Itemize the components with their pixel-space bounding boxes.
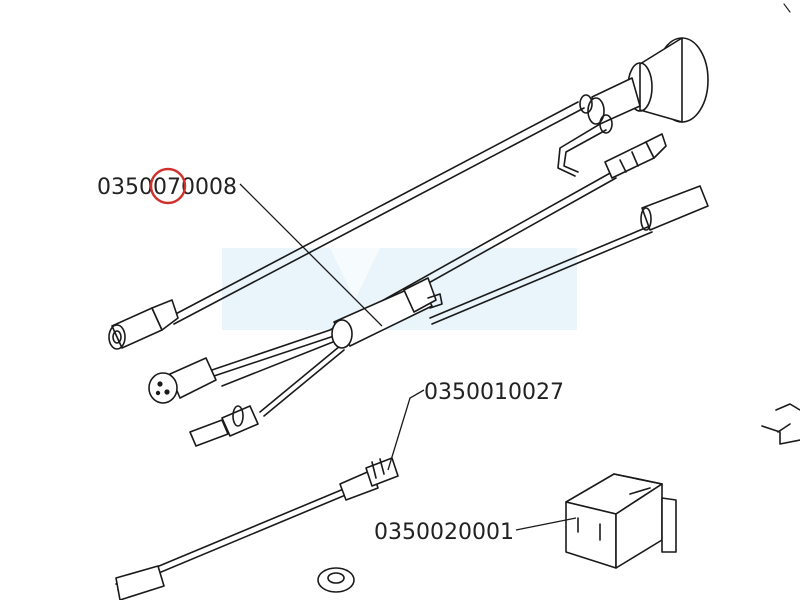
flat-connector (115, 457, 399, 600)
side-bracket (761, 403, 800, 445)
round-plug-left (148, 357, 217, 404)
corner-mark (783, 3, 791, 13)
round-plug-connector (579, 37, 709, 134)
label-switch: 0350020001 (374, 520, 514, 545)
leader-lines (239, 183, 577, 531)
splice-junction (331, 277, 443, 349)
flat-terminal-top (604, 133, 667, 179)
label-harness: 0350070008 (97, 175, 237, 200)
blade-terminal-left (189, 405, 259, 447)
sleeve-terminal-right (640, 185, 709, 231)
rocker-switch (565, 473, 677, 569)
highlight-circle (149, 167, 187, 205)
harness-wires (167, 101, 653, 417)
sleeve-terminal-left (108, 299, 179, 350)
bottom-bolt (317, 567, 355, 593)
label-connector: 0350010027 (424, 380, 564, 405)
